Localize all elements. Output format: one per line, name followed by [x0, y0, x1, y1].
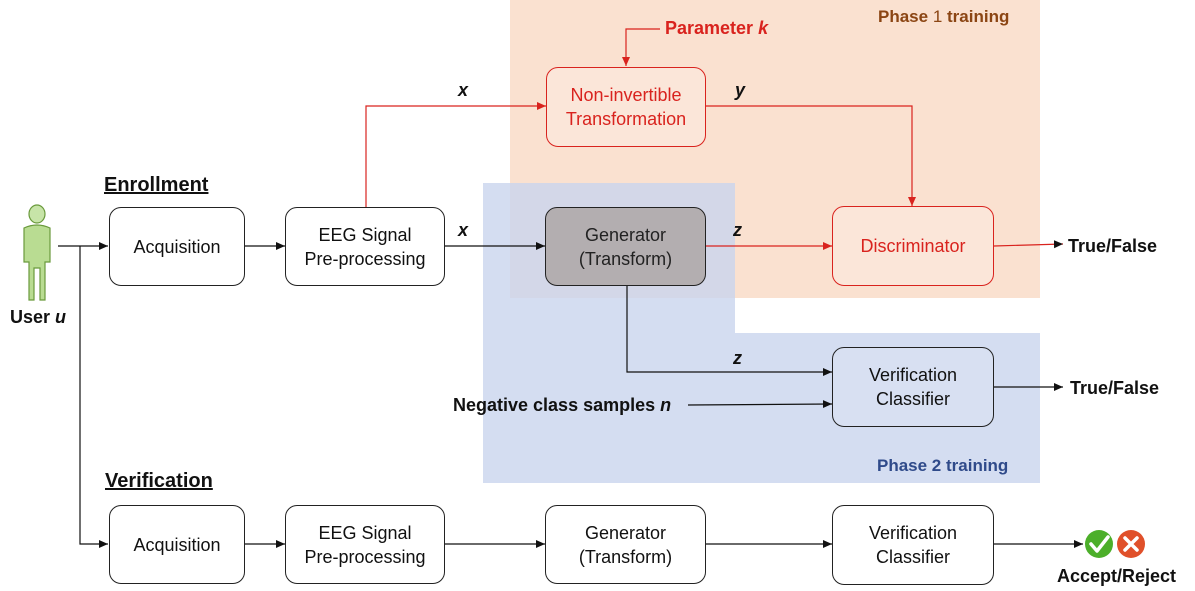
user-label-var: u: [55, 307, 67, 327]
phase1-label: Phase 1 training: [878, 7, 1009, 27]
classifier-output-label: True/False: [1070, 378, 1160, 398]
arrow-nit-disc: [706, 105, 916, 206]
arrow-neg-ver1: [687, 400, 833, 409]
user-label-prefix: User: [10, 307, 56, 327]
enrollment-title: Enrollment: [104, 174, 209, 196]
acquisition-enroll-box: Acquisition: [109, 207, 245, 286]
negative-samples-prefix: Negative class samples: [453, 395, 661, 415]
verification-classifier-verify-box: Verification Classifier: [832, 505, 994, 585]
arrow-param-nit: [622, 28, 660, 66]
parameter-label-var: k: [758, 18, 769, 38]
arrow-disc-out: [993, 240, 1064, 249]
z-top-label: z: [733, 220, 742, 240]
x-mid-label: x: [458, 220, 469, 240]
parameter-label-prefix: Parameter: [665, 18, 759, 38]
y-label: y: [735, 80, 746, 100]
negative-samples-label: Negative class samples n: [453, 395, 671, 416]
discriminator-box: Discriminator: [832, 206, 994, 286]
verification-title: Verification: [105, 470, 213, 492]
verification-classifier-enroll-box: Verification Classifier: [832, 347, 994, 427]
negative-samples-var: n: [660, 395, 672, 415]
non-invertible-transformation-box: Non-invertible Transformation: [546, 67, 706, 147]
cross-icon: [1117, 530, 1145, 558]
user-figure-icon: [23, 204, 51, 301]
preprocessing-verify-box: EEG Signal Pre-processing: [285, 505, 445, 584]
arrow-pre1-nit: [365, 102, 546, 207]
check-icon: [1085, 530, 1113, 558]
arrow-user-acq2: [79, 246, 108, 548]
phase1-label-num: 1: [932, 7, 943, 26]
phase2-label: Phase 2 training: [877, 456, 1009, 475]
parameter-label: Parameter k: [665, 18, 768, 39]
z-mid-label: z: [733, 348, 742, 368]
arrow-gen1-ver1: [626, 286, 832, 376]
generator-enroll-box: Generator (Transform): [545, 207, 706, 286]
acquisition-verify-box: Acquisition: [109, 505, 245, 584]
user-label: User u: [10, 307, 66, 328]
accept-reject-label: Accept/Reject: [1057, 566, 1177, 586]
x-top-label: x: [458, 80, 469, 100]
discriminator-output-label: True/False: [1068, 236, 1158, 256]
phase1-label-prefix: Phase: [878, 7, 933, 26]
phase1-label-suffix: training: [942, 7, 1010, 26]
generator-verify-box: Generator (Transform): [545, 505, 706, 584]
preprocessing-enroll-box: EEG Signal Pre-processing: [285, 207, 445, 286]
